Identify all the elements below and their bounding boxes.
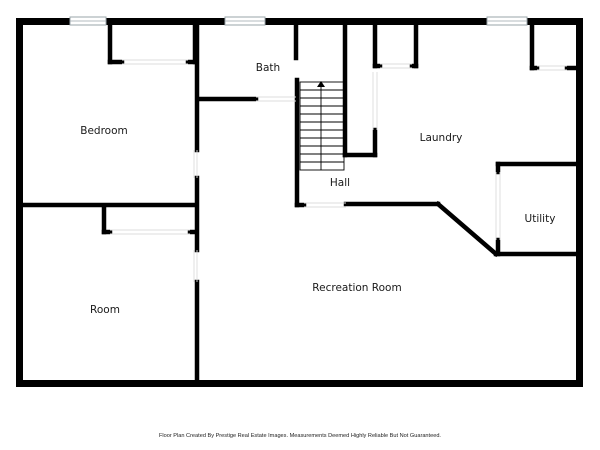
room-label-bedroom: Bedroom — [80, 125, 128, 137]
stair-arrow-icon — [317, 81, 325, 87]
room-label-utility: Utility — [525, 213, 556, 225]
room-label-recreation: Recreation Room — [312, 282, 401, 294]
room-label-hall: Hall — [330, 177, 350, 189]
room-label-bath: Bath — [256, 62, 280, 74]
room-label-room: Room — [90, 304, 120, 316]
floor-plan-disclaimer: Floor Plan Created By Prestige Real Esta… — [159, 433, 441, 439]
window-bedroom — [69, 16, 107, 26]
window-bath — [224, 16, 266, 26]
outer-wall — [16, 18, 583, 387]
staircase — [299, 81, 345, 171]
interior-walls — [19, 20, 580, 384]
window-laundry — [486, 16, 528, 26]
door-openings — [110, 59, 567, 282]
room-label-laundry: Laundry — [420, 132, 463, 144]
